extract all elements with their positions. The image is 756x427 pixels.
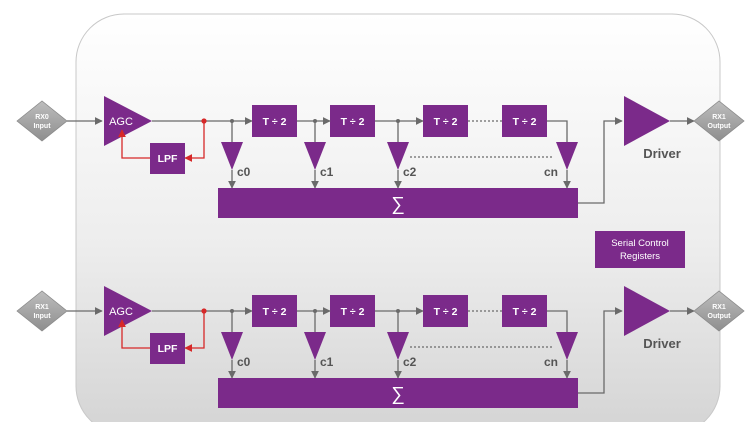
serial-control-label-2: Registers (620, 251, 660, 262)
delay-box-1 (330, 295, 375, 327)
delay-box-0 (252, 295, 297, 327)
input-label-2: Input (33, 313, 51, 320)
delay-box-1 (330, 105, 375, 137)
tap-triangle-0 (221, 332, 243, 360)
delay-label-2: T ÷ 2 (434, 116, 458, 128)
sum-to-driver-wire (578, 307, 623, 394)
tap-label-3: cn (544, 165, 558, 179)
delay-label-0: T ÷ 2 (263, 116, 287, 128)
feedback-node (201, 308, 207, 314)
input-diamond (16, 290, 68, 332)
serial-control-box (595, 231, 685, 268)
delay-box-2 (423, 295, 468, 327)
input-label-1: RX0 (35, 114, 49, 121)
tap-triangle-2 (387, 142, 409, 170)
tap-triangle-3 (556, 142, 578, 170)
chip-boundary (75, 13, 721, 427)
serial-control-registers: Serial Control Registers (595, 231, 685, 268)
output-label-1: RX1 (712, 114, 726, 121)
sum-box (218, 378, 578, 408)
tap-wire-3 (547, 310, 568, 332)
tap-node-0 (230, 309, 234, 313)
tap-label-1: c1 (320, 165, 334, 179)
driver-triangle (624, 286, 670, 336)
agc-feedback (118, 319, 150, 349)
tap-triangle-1 (304, 332, 326, 360)
delay-box-3 (502, 105, 547, 137)
tap-wire-3 (547, 120, 568, 142)
tap-node-1 (313, 309, 317, 313)
output-label-2: Output (708, 123, 732, 130)
delay-label-1: T ÷ 2 (341, 306, 365, 318)
delay-label-3: T ÷ 2 (513, 306, 537, 318)
sum-label: ∑ (391, 194, 405, 215)
agc-triangle (104, 286, 152, 336)
tap-label-3: cn (544, 355, 558, 369)
delay-box-0 (252, 105, 297, 137)
tap-node-2 (396, 119, 400, 123)
agc-triangle (104, 96, 152, 146)
agc-label: AGC (109, 306, 133, 318)
tap-label-0: c0 (237, 165, 251, 179)
tap-label-1: c1 (320, 355, 334, 369)
serial-control-label-1: Serial Control (611, 238, 669, 249)
driver-label: Driver (643, 146, 681, 161)
delay-label-2: T ÷ 2 (434, 306, 458, 318)
lpf-box (150, 143, 185, 174)
lpf-box (150, 333, 185, 364)
sum-label: ∑ (391, 384, 405, 405)
tap-triangle-0 (221, 142, 243, 170)
tap-node-2 (396, 309, 400, 313)
lpf-feedback-in (184, 121, 205, 162)
output-diamond (693, 100, 745, 142)
tap-triangle-3 (556, 332, 578, 360)
input-diamond (16, 100, 68, 142)
driver-label: Driver (643, 336, 681, 351)
output-label-2: Output (708, 313, 732, 320)
delay-label-1: T ÷ 2 (341, 116, 365, 128)
delay-label-3: T ÷ 2 (513, 116, 537, 128)
delay-box-3 (502, 295, 547, 327)
tap-node-1 (313, 119, 317, 123)
tap-label-2: c2 (403, 165, 417, 179)
output-diamond (693, 290, 745, 332)
feedback-node (201, 118, 207, 124)
agc-feedback (118, 129, 150, 159)
lpf-label: LPF (158, 343, 178, 355)
input-label-2: Input (33, 123, 51, 130)
input-label-1: RX1 (35, 304, 49, 311)
output-label-1: RX1 (712, 304, 726, 311)
delay-box-2 (423, 105, 468, 137)
sum-box (218, 188, 578, 218)
lpf-label: LPF (158, 153, 178, 165)
lpf-feedback-in (184, 311, 205, 352)
tap-node-0 (230, 119, 234, 123)
sum-to-driver-wire (578, 117, 623, 204)
tap-triangle-2 (387, 332, 409, 360)
tap-triangle-1 (304, 142, 326, 170)
tap-label-2: c2 (403, 355, 417, 369)
agc-label: AGC (109, 116, 133, 128)
tap-label-0: c0 (237, 355, 251, 369)
driver-triangle (624, 96, 670, 146)
delay-label-0: T ÷ 2 (263, 306, 287, 318)
